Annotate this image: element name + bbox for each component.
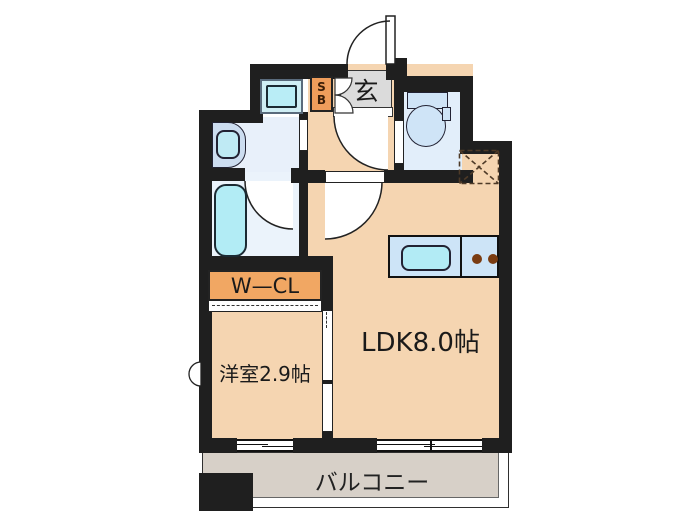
balcony-pillar-block (199, 473, 253, 511)
wall-toilet-right (460, 88, 473, 148)
toilet-handle (442, 107, 451, 121)
washing-machine-pan (260, 79, 303, 114)
wall-hall-bottom-right (384, 170, 473, 183)
wall-hall-bottom-left (299, 170, 325, 183)
wall-laundry-left (250, 64, 263, 123)
shoe-box-door-lower (334, 94, 354, 114)
wall-washroom-bottom (199, 168, 245, 181)
ldk-label-text: LDK8.0帖 (361, 327, 480, 358)
western-room-floor (204, 302, 323, 445)
wall-bathroom-bottom (199, 256, 333, 272)
wall-bottom-2 (293, 438, 377, 453)
shoe-box-label-b: B (316, 93, 327, 107)
bathroom-door-swing (245, 181, 293, 229)
balcony-label-text: バルコニー (314, 470, 430, 496)
wall-wet-right (299, 112, 308, 258)
wall-outer-right (499, 141, 512, 453)
toilet-door (394, 120, 404, 164)
bathtub (214, 184, 247, 257)
shoe-box-label: S B (310, 76, 333, 112)
western-room-label-text: 洋室2.9帖 (219, 361, 311, 386)
burner-left (472, 254, 482, 264)
wall-outer-left (199, 110, 212, 452)
wcl-label-text: W—CL (230, 273, 300, 298)
wall-bottom-3 (482, 438, 512, 453)
burner-right (488, 254, 498, 264)
wall-washroom-top (199, 110, 263, 123)
washbasin-vanity (212, 122, 246, 168)
ldk-label: LDK8.0帖 (348, 325, 493, 358)
shoe-box (310, 76, 333, 112)
wall-bottom-1 (199, 438, 237, 453)
walk-in-closet-box (208, 270, 322, 301)
wall-toilet-left-stub (394, 160, 404, 172)
wall-divider-top (322, 272, 333, 312)
entrance-label-text: 玄 (353, 77, 379, 106)
entrance-door-swing (346, 20, 391, 65)
wall-toilet-left-top (394, 88, 404, 122)
sliding-door-western-ldk (322, 310, 333, 432)
washroom-door (299, 119, 308, 151)
refrigerator-space (458, 149, 500, 185)
ldk-door-swing (325, 182, 382, 239)
kitchen-sink (401, 245, 451, 271)
window-ldk (377, 439, 482, 452)
hall-door-swing (334, 116, 388, 170)
shoe-box-label-s: S (317, 80, 326, 94)
western-room-label: 洋室2.9帖 (200, 358, 330, 386)
kitchen-counter (388, 235, 499, 278)
meter-box-door (188, 361, 202, 387)
toilet-bowl (406, 105, 446, 147)
entrance-label: 玄 (340, 71, 392, 109)
walk-in-closet-label: W—CL (208, 270, 322, 301)
window-western-room (237, 439, 293, 452)
balcony-label: バルコニー (292, 466, 452, 496)
ldk-door-leaf (325, 171, 385, 183)
wall-top-left (250, 64, 348, 79)
wall-toilet-top (394, 76, 473, 92)
entrance-door-leaf (385, 15, 396, 65)
